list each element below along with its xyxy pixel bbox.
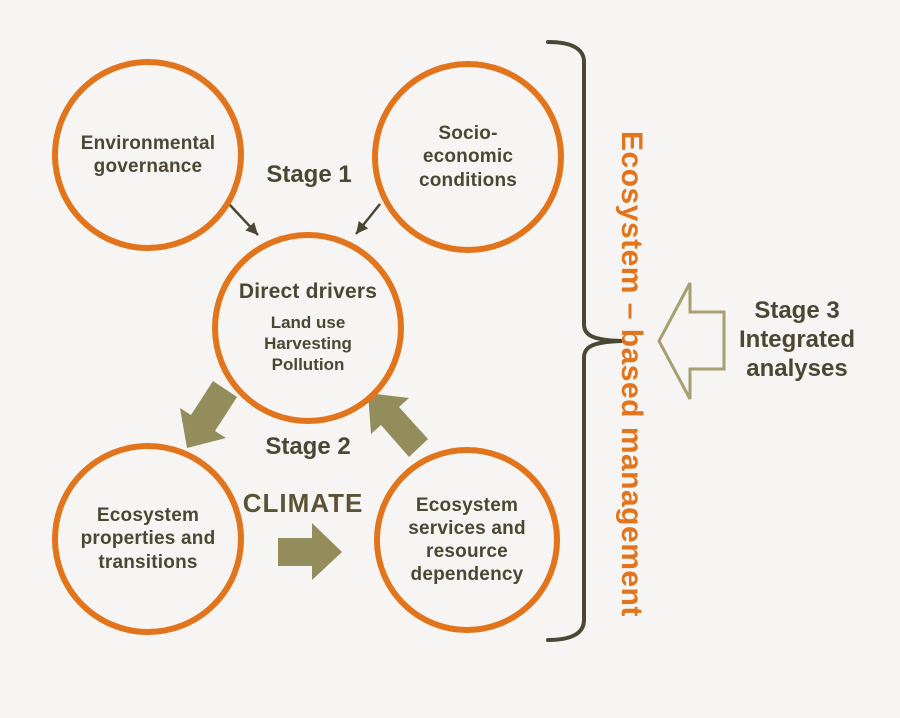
curly-brace-icon [546,40,623,642]
thin-arrow-governance-to-drivers-icon [228,203,259,236]
node-environmental-governance: Environmental governance [52,59,244,251]
node-ecosystem-services-label: Ecosystem services and resource dependen… [408,494,526,586]
node-ecosystem-properties-label: Ecosystem properties and transitions [80,505,216,573]
node-direct-drivers: Direct drivers Land use Harvesting Pollu… [212,232,404,424]
thick-arrow-services-to-drivers-icon [368,393,428,457]
node-socio-economic-conditions-label: Socio- economic conditions [418,123,518,191]
node-environmental-governance-label: Environmental governance [80,132,216,177]
node-socio-economic-conditions: Socio- economic conditions [372,61,564,253]
node-ecosystem-services: Ecosystem services and resource dependen… [374,447,560,633]
thick-arrow-drivers-to-properties-icon [180,381,237,448]
node-ecosystem-properties: Ecosystem properties and transitions [52,443,244,635]
direct-drivers-items: Land use Harvesting Pollution [264,313,352,374]
thin-arrow-socio-to-drivers-icon [355,203,381,235]
climate-arrow-icon [278,523,342,580]
stage3-left-arrow-icon [657,282,726,400]
climate-label: CLIMATE [242,488,364,518]
ecosystem-based-management-label: Ecosystem – based management [615,131,648,617]
stage3-label: Stage 3 Integrated analyses [738,297,855,382]
stage2-label: Stage 2 [265,433,351,460]
direct-drivers-title: Direct drivers [238,280,378,304]
stage1-label: Stage 1 [266,161,352,188]
